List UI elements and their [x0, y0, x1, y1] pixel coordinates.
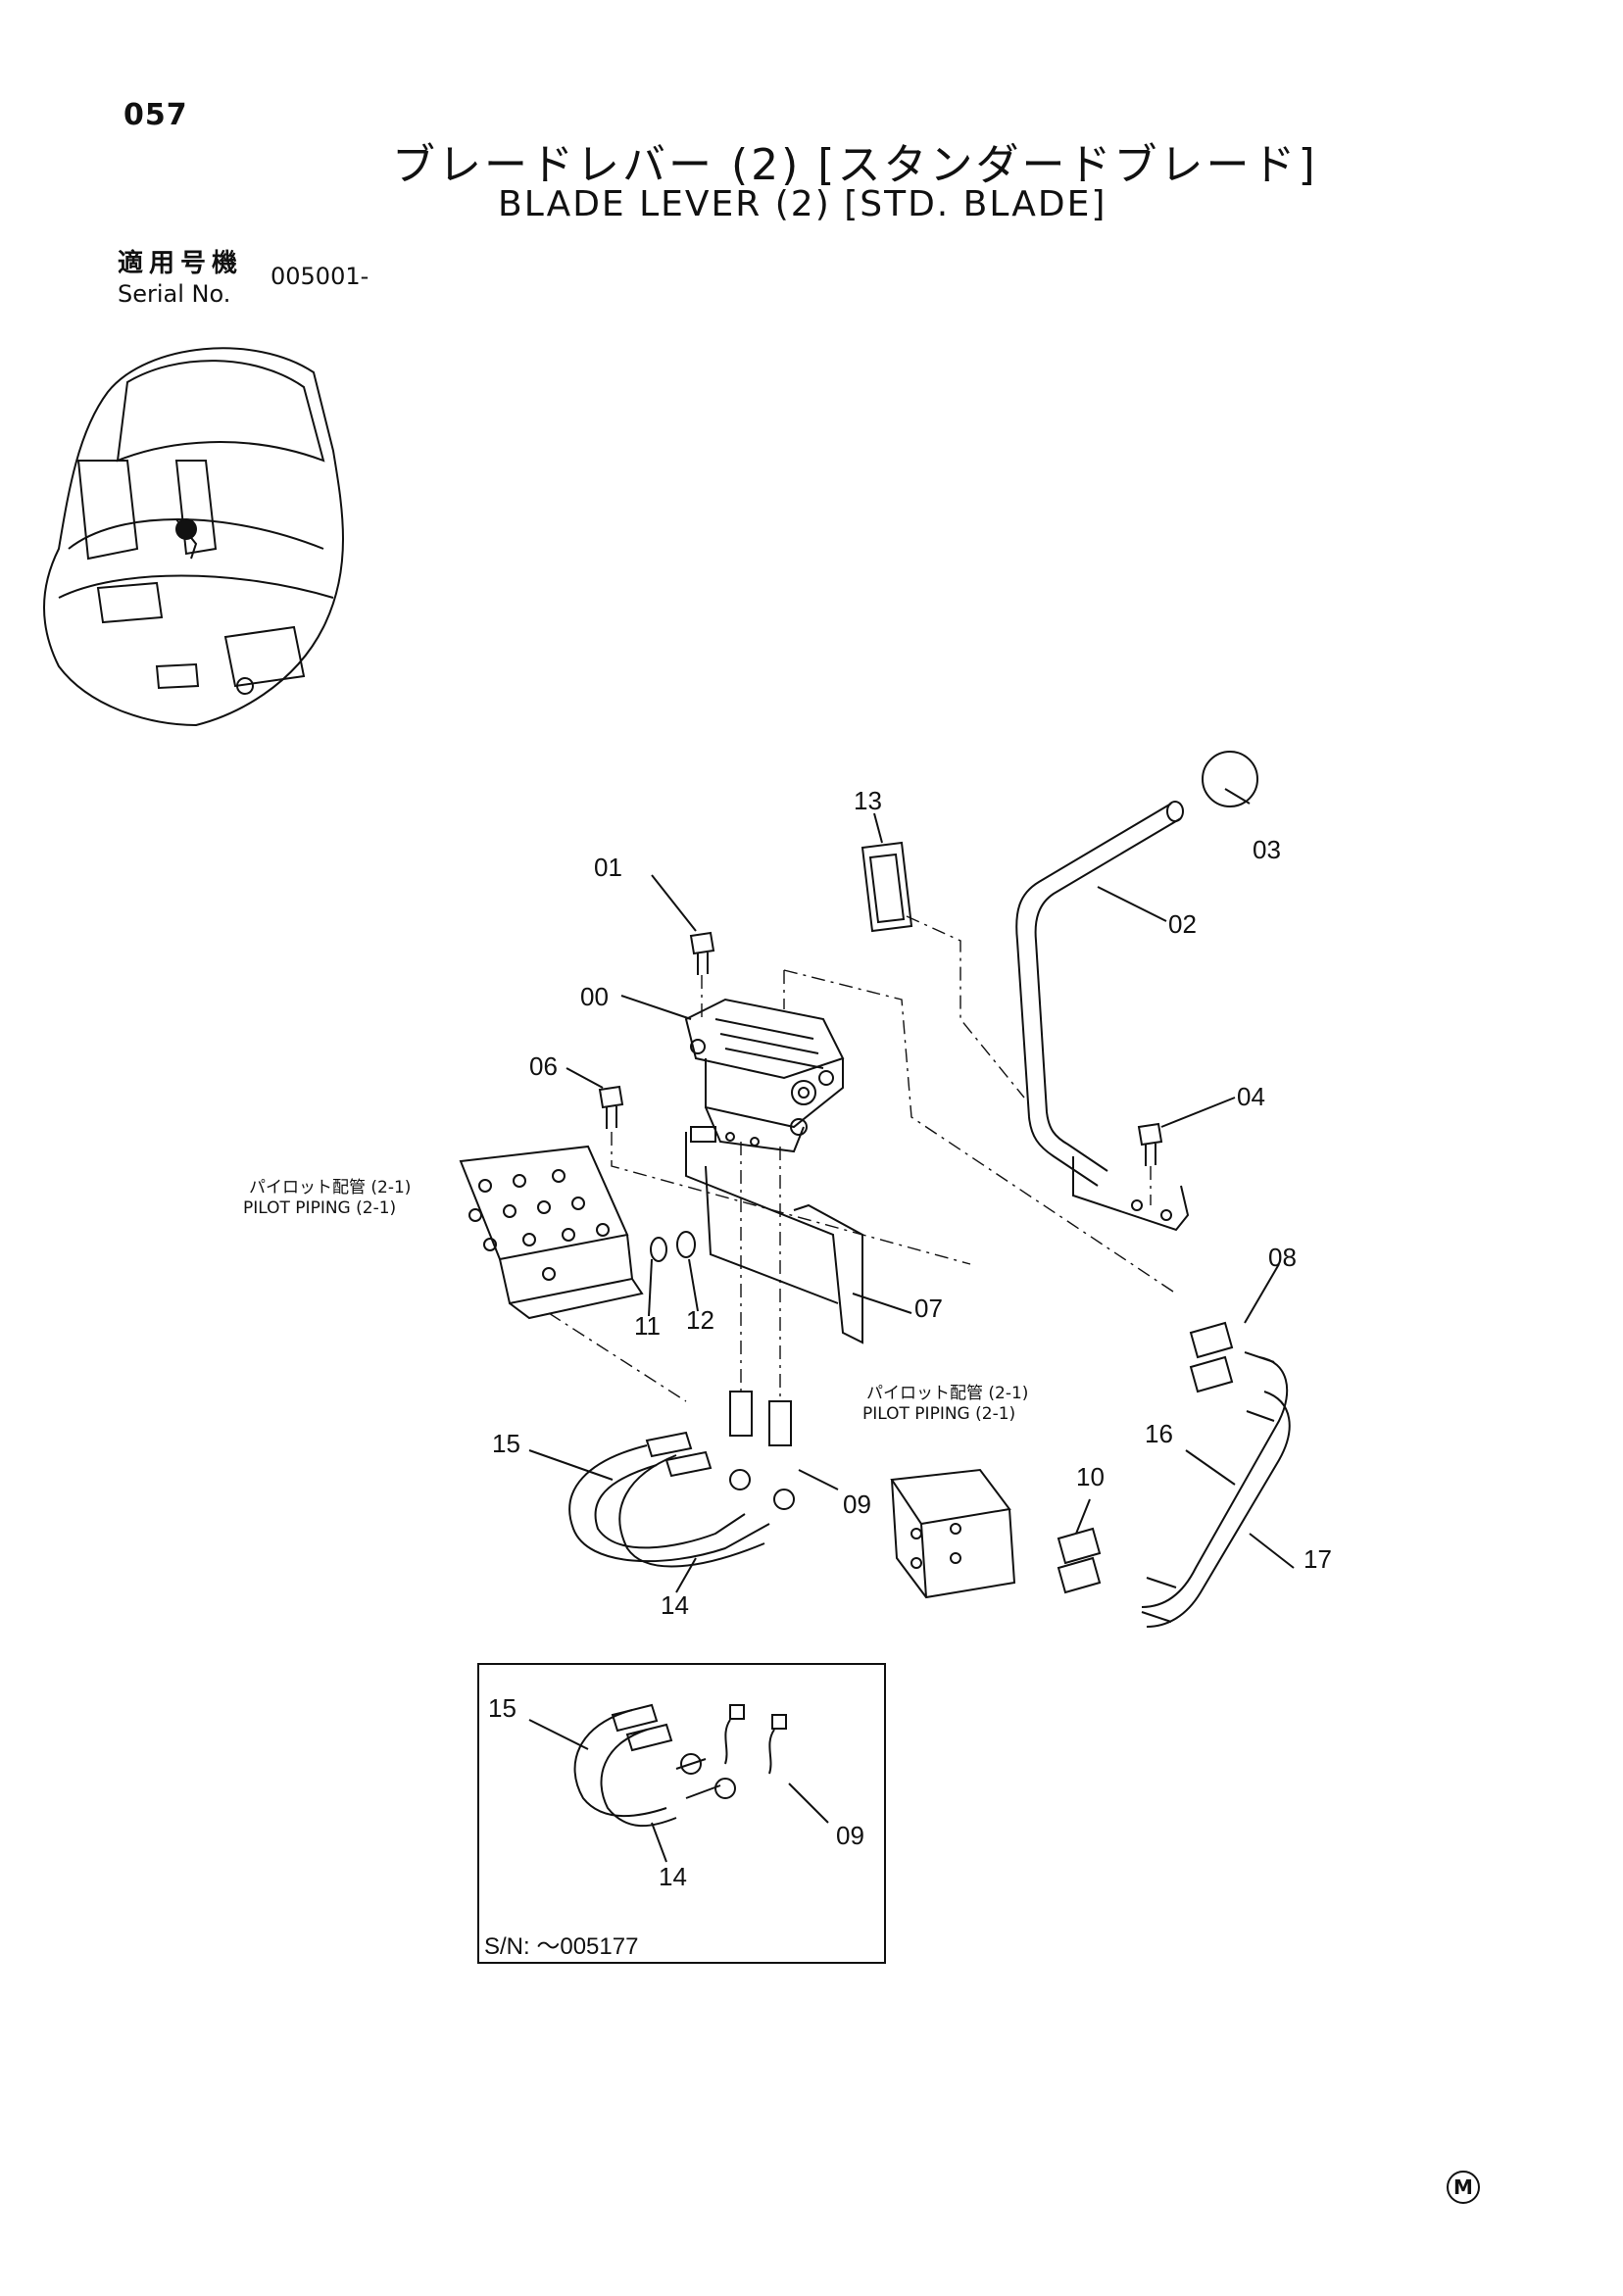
pilot-manifold-left — [459, 1145, 644, 1320]
washer-11 — [650, 1237, 667, 1262]
hoses — [568, 1431, 795, 1568]
control-lever — [1015, 801, 1190, 1232]
part-number-17: 17 — [1303, 1544, 1332, 1574]
part-number-00: 00 — [580, 982, 609, 1011]
inset-part-number-15: 15 — [488, 1693, 516, 1723]
pilot-piping-note-right-en: PILOT PIPING (2-1) — [862, 1404, 1016, 1424]
part-number-03: 03 — [1253, 835, 1281, 864]
part-number-02: 02 — [1168, 909, 1197, 939]
leader-lines — [528, 788, 1295, 1593]
part-number-11: 11 — [634, 1311, 661, 1341]
page-number: 057 — [123, 98, 188, 132]
rubber-boot — [861, 841, 913, 933]
excavator-cab-thumbnail — [43, 347, 344, 727]
fitting-08a — [1189, 1321, 1234, 1359]
part-number-08: 08 — [1268, 1243, 1297, 1272]
part-number-13: 13 — [854, 786, 882, 815]
fitting-10a — [1057, 1527, 1102, 1565]
inset-part-number-14: 14 — [659, 1862, 687, 1891]
serial-label-japanese: 適用号機 — [118, 249, 244, 278]
pilot-hoses-16-17 — [1141, 1351, 1291, 1628]
pilot-piping-note-left-en: PILOT PIPING (2-1) — [243, 1198, 397, 1218]
footer-m-mark: M — [1447, 2171, 1480, 2204]
inset-serial-note: S/N: ～005177 — [484, 1933, 639, 1960]
serial-value: 005001- — [270, 263, 369, 290]
part-number-06: 06 — [529, 1051, 558, 1081]
title-english: BLADE LEVER (2) [STD. BLADE] — [498, 184, 1107, 224]
pilot-piping-note-left-jp: パイロット配管 (2-1) — [249, 1178, 412, 1197]
mounting-bracket — [685, 1126, 863, 1344]
part-number-10: 10 — [1076, 1462, 1105, 1491]
inset-frame — [477, 1663, 886, 1964]
inset-drawing — [573, 1703, 787, 1828]
control-valve — [684, 998, 845, 1153]
part-number-01: 01 — [594, 853, 622, 882]
part-number-04: 04 — [1237, 1082, 1265, 1111]
bolt-06 — [598, 1085, 624, 1129]
lever-knob — [1202, 751, 1258, 807]
title-japanese: ブレードレバー (2) [スタンダードブレード] — [392, 140, 1318, 190]
adapter-fittings — [729, 1142, 792, 1446]
part-number-16: 16 — [1145, 1419, 1173, 1448]
bolt-01 — [689, 931, 715, 975]
part-number-09: 09 — [843, 1490, 871, 1519]
pilot-manifold-right — [890, 1468, 1016, 1599]
fitting-10b — [1057, 1556, 1102, 1594]
fitting-08b — [1189, 1355, 1234, 1393]
part-number-07: 07 — [914, 1294, 943, 1323]
pilot-piping-note-right-jp: パイロット配管 (2-1) — [866, 1384, 1029, 1403]
part-number-12: 12 — [686, 1305, 714, 1335]
bolt-04 — [1137, 1122, 1163, 1166]
serial-label-english: Serial No. — [118, 280, 231, 308]
inset-part-number-09: 09 — [836, 1821, 864, 1850]
part-number-14: 14 — [661, 1590, 689, 1620]
part-number-15: 15 — [492, 1429, 520, 1458]
nut-12 — [676, 1231, 696, 1258]
